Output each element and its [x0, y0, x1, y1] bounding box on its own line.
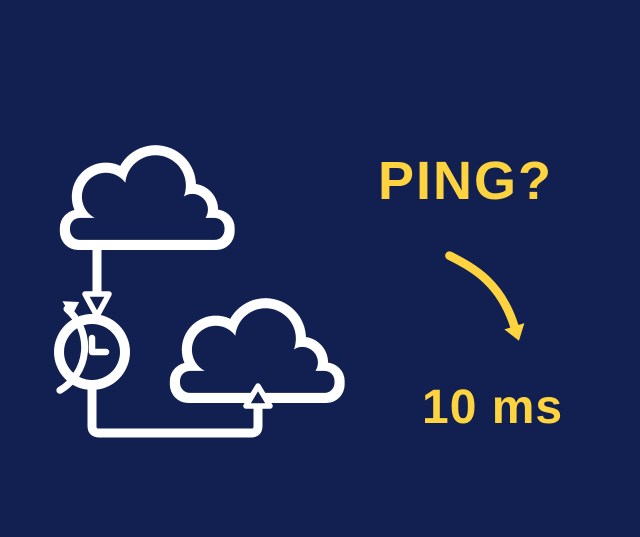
- response-elbow-arrow-icon: [87, 383, 273, 438]
- time-swoosh-icon: [56, 305, 89, 394]
- source-cloud-icon: [59, 145, 235, 251]
- cloud-ping-illustration: [54, 145, 345, 438]
- request-down-arrow-icon: [82, 240, 112, 319]
- swoosh-arrowhead-icon: [62, 301, 80, 317]
- latency-value-label: 10 ms: [422, 381, 564, 434]
- ping-question-label: PING?: [378, 151, 554, 211]
- clock-hands-icon: [88, 334, 110, 356]
- curved-arrow-icon: [445, 251, 525, 341]
- curved-arrowhead-icon: [504, 323, 525, 341]
- clock-history-icon: [54, 301, 130, 394]
